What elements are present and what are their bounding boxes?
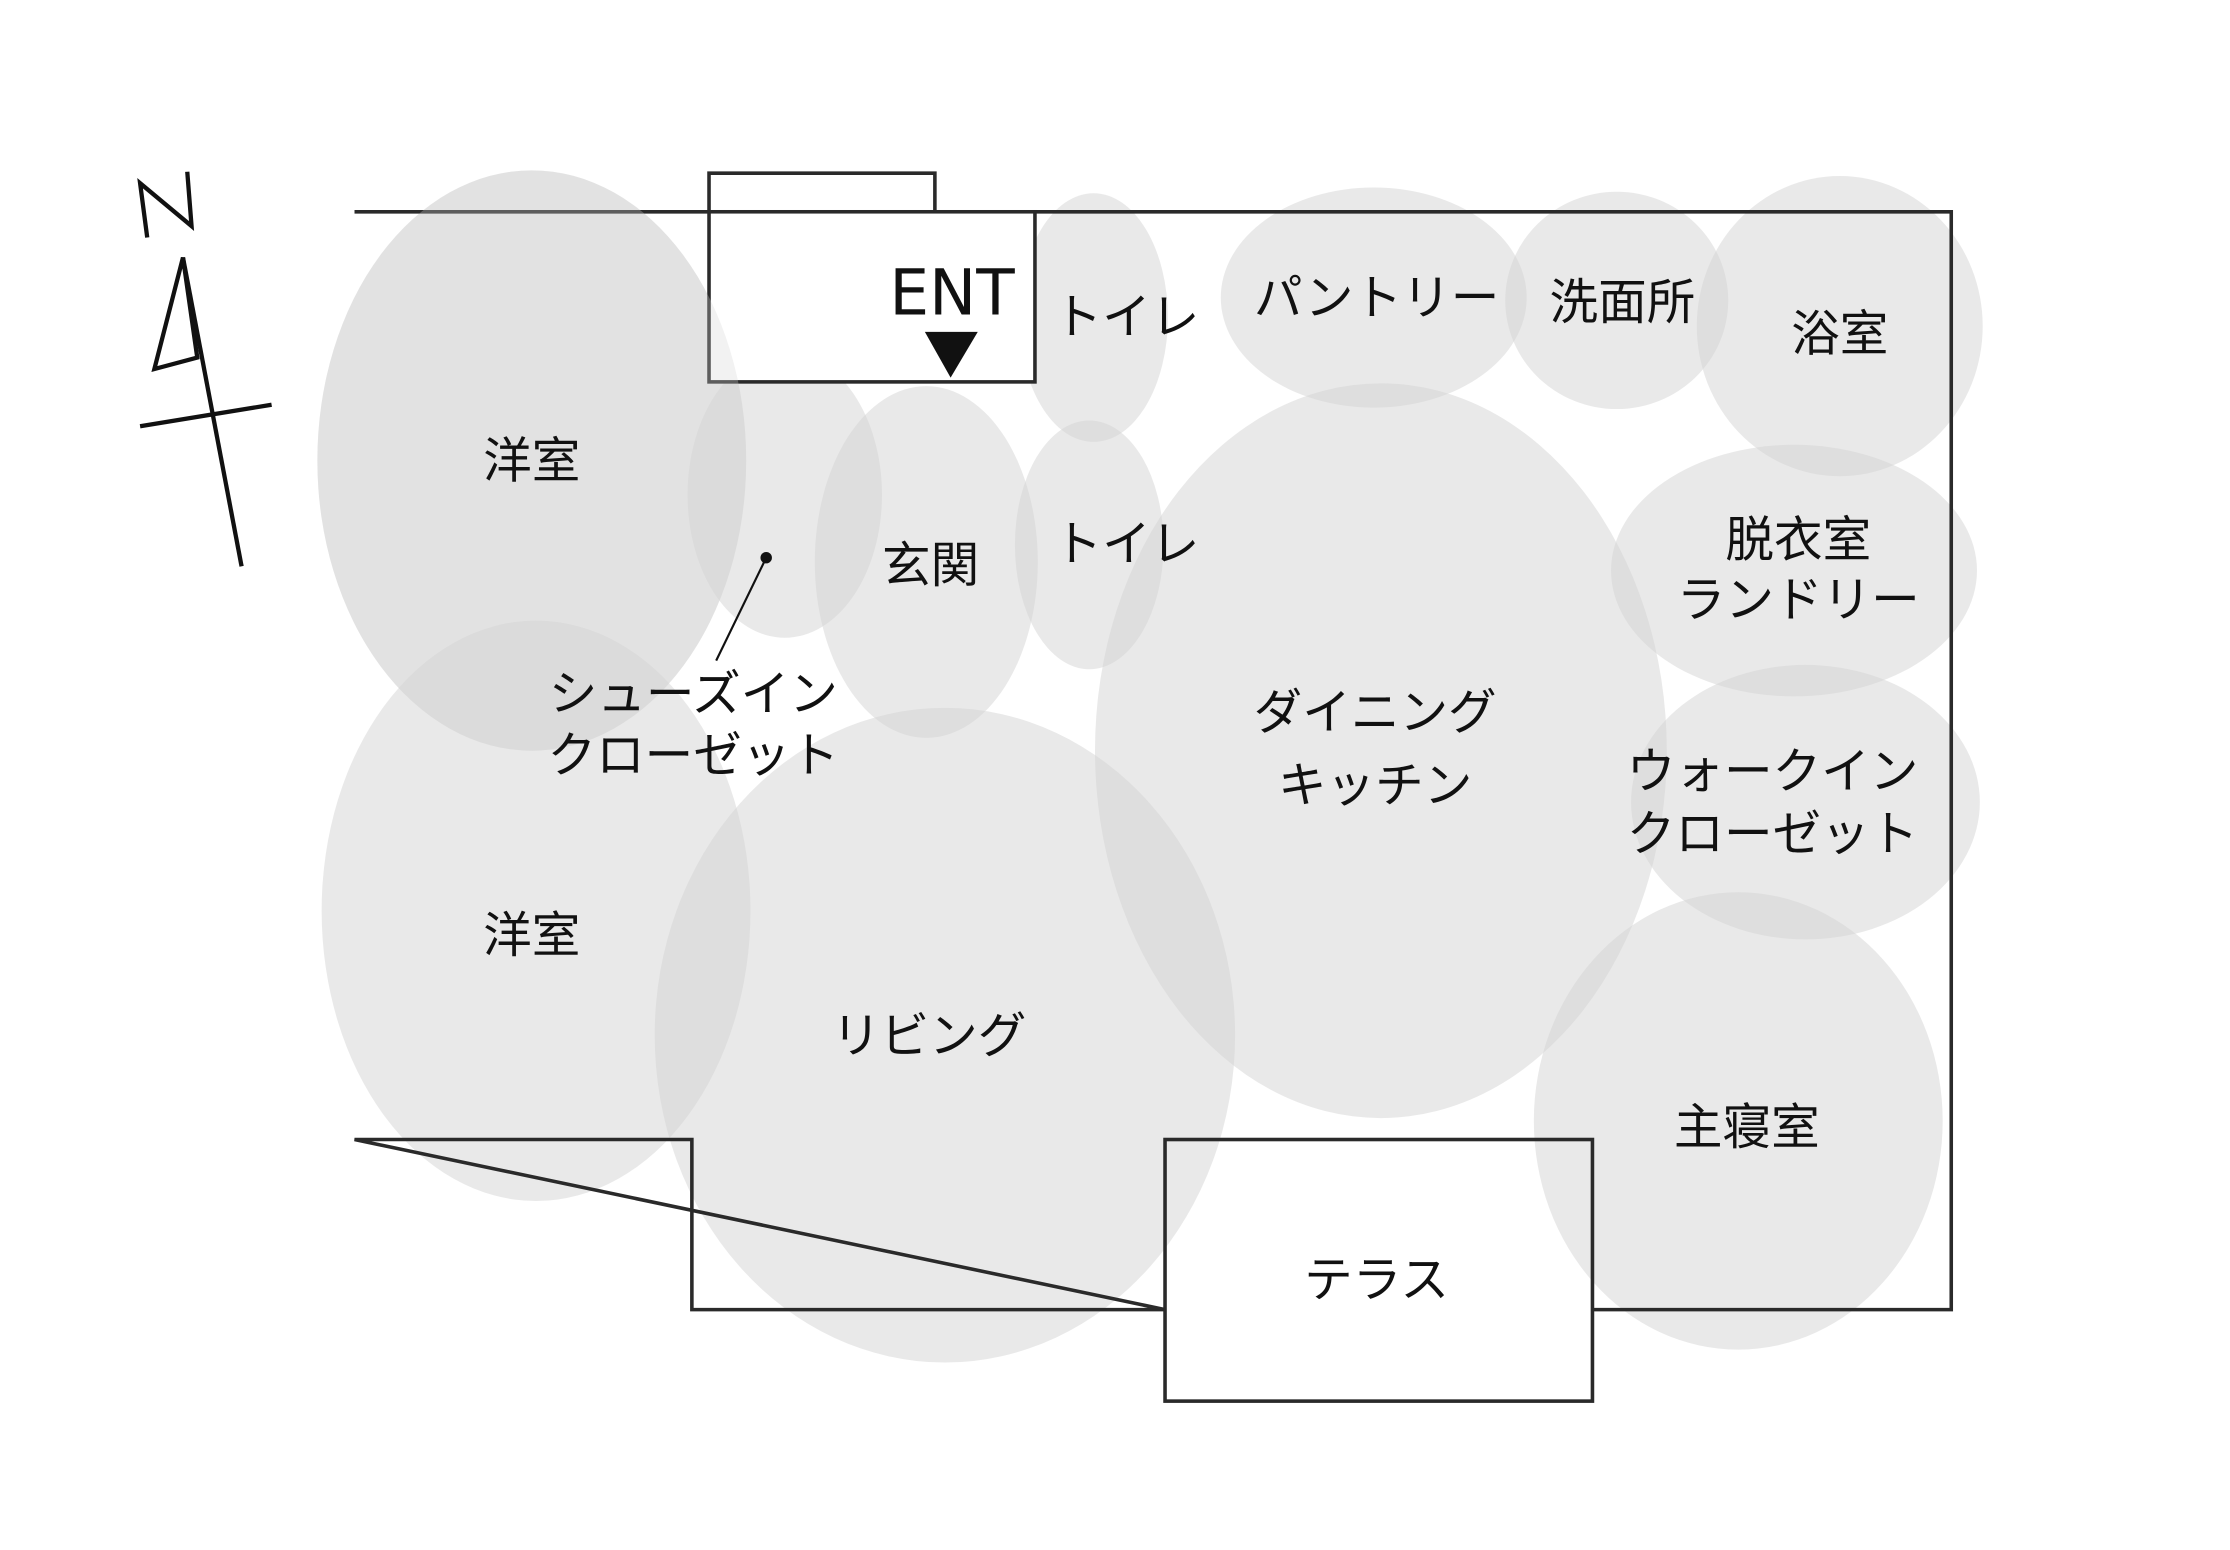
leader-line bbox=[715, 557, 768, 662]
label-dining-1: ダイニング bbox=[1254, 685, 1497, 741]
entrance-box bbox=[707, 209, 1037, 384]
room-bubble-dressing bbox=[1611, 444, 1977, 697]
room-bubble-genkan bbox=[814, 386, 1038, 738]
label-genkan: 玄関 bbox=[882, 538, 979, 594]
room-bubble-master bbox=[1533, 892, 1943, 1350]
label-dressing-1: 脱衣室 bbox=[1725, 512, 1871, 568]
label-bathroom: 浴室 bbox=[1791, 306, 1888, 362]
label-toilet-1: トイレ bbox=[1054, 289, 1200, 345]
room-bubble-toilet-1 bbox=[1019, 193, 1168, 442]
label-washroom: 洗面所 bbox=[1550, 275, 1696, 331]
room-bubble-western-1-overlay bbox=[317, 170, 746, 750]
label-terrace: テラス bbox=[1304, 1253, 1449, 1309]
room-bubble-western-2 bbox=[321, 620, 751, 1201]
label-shoe-closet-1: シューズイン bbox=[549, 667, 838, 723]
label-shoe-closet-2: クローゼット bbox=[548, 728, 840, 784]
room-bubble-bathroom bbox=[1696, 176, 1983, 477]
outer-wall bbox=[354, 209, 1954, 1312]
label-living: リビング bbox=[832, 1008, 1026, 1064]
label-dressing-2: ランドリー bbox=[1677, 572, 1920, 628]
label-pantry: パントリー bbox=[1254, 271, 1499, 327]
label-western-2: 洋室 bbox=[483, 908, 580, 964]
label-walk-in-1: ウォークイン bbox=[1627, 744, 1919, 800]
terrace-outline bbox=[1163, 1137, 1595, 1403]
room-bubble-washroom bbox=[1505, 191, 1729, 410]
entrance-label: ENT bbox=[889, 257, 1015, 330]
label-toilet-2: トイレ bbox=[1054, 517, 1200, 573]
label-western-1: 洋室 bbox=[483, 434, 580, 490]
entrance-arrow-icon bbox=[924, 331, 978, 378]
room-bubble-walk-in bbox=[1631, 664, 1980, 940]
label-walk-in-2: クローゼット bbox=[1627, 807, 1919, 863]
label-dining-2: キッチン bbox=[1278, 758, 1472, 814]
room-bubble-dining bbox=[1094, 383, 1667, 1119]
label-master: 主寝室 bbox=[1674, 1100, 1820, 1156]
room-bubble-western-1 bbox=[317, 170, 747, 751]
entrance-porch bbox=[707, 171, 937, 212]
north-compass-icon bbox=[137, 171, 272, 567]
room-bubble-living bbox=[654, 707, 1236, 1363]
room-bubble-pantry bbox=[1220, 187, 1527, 408]
